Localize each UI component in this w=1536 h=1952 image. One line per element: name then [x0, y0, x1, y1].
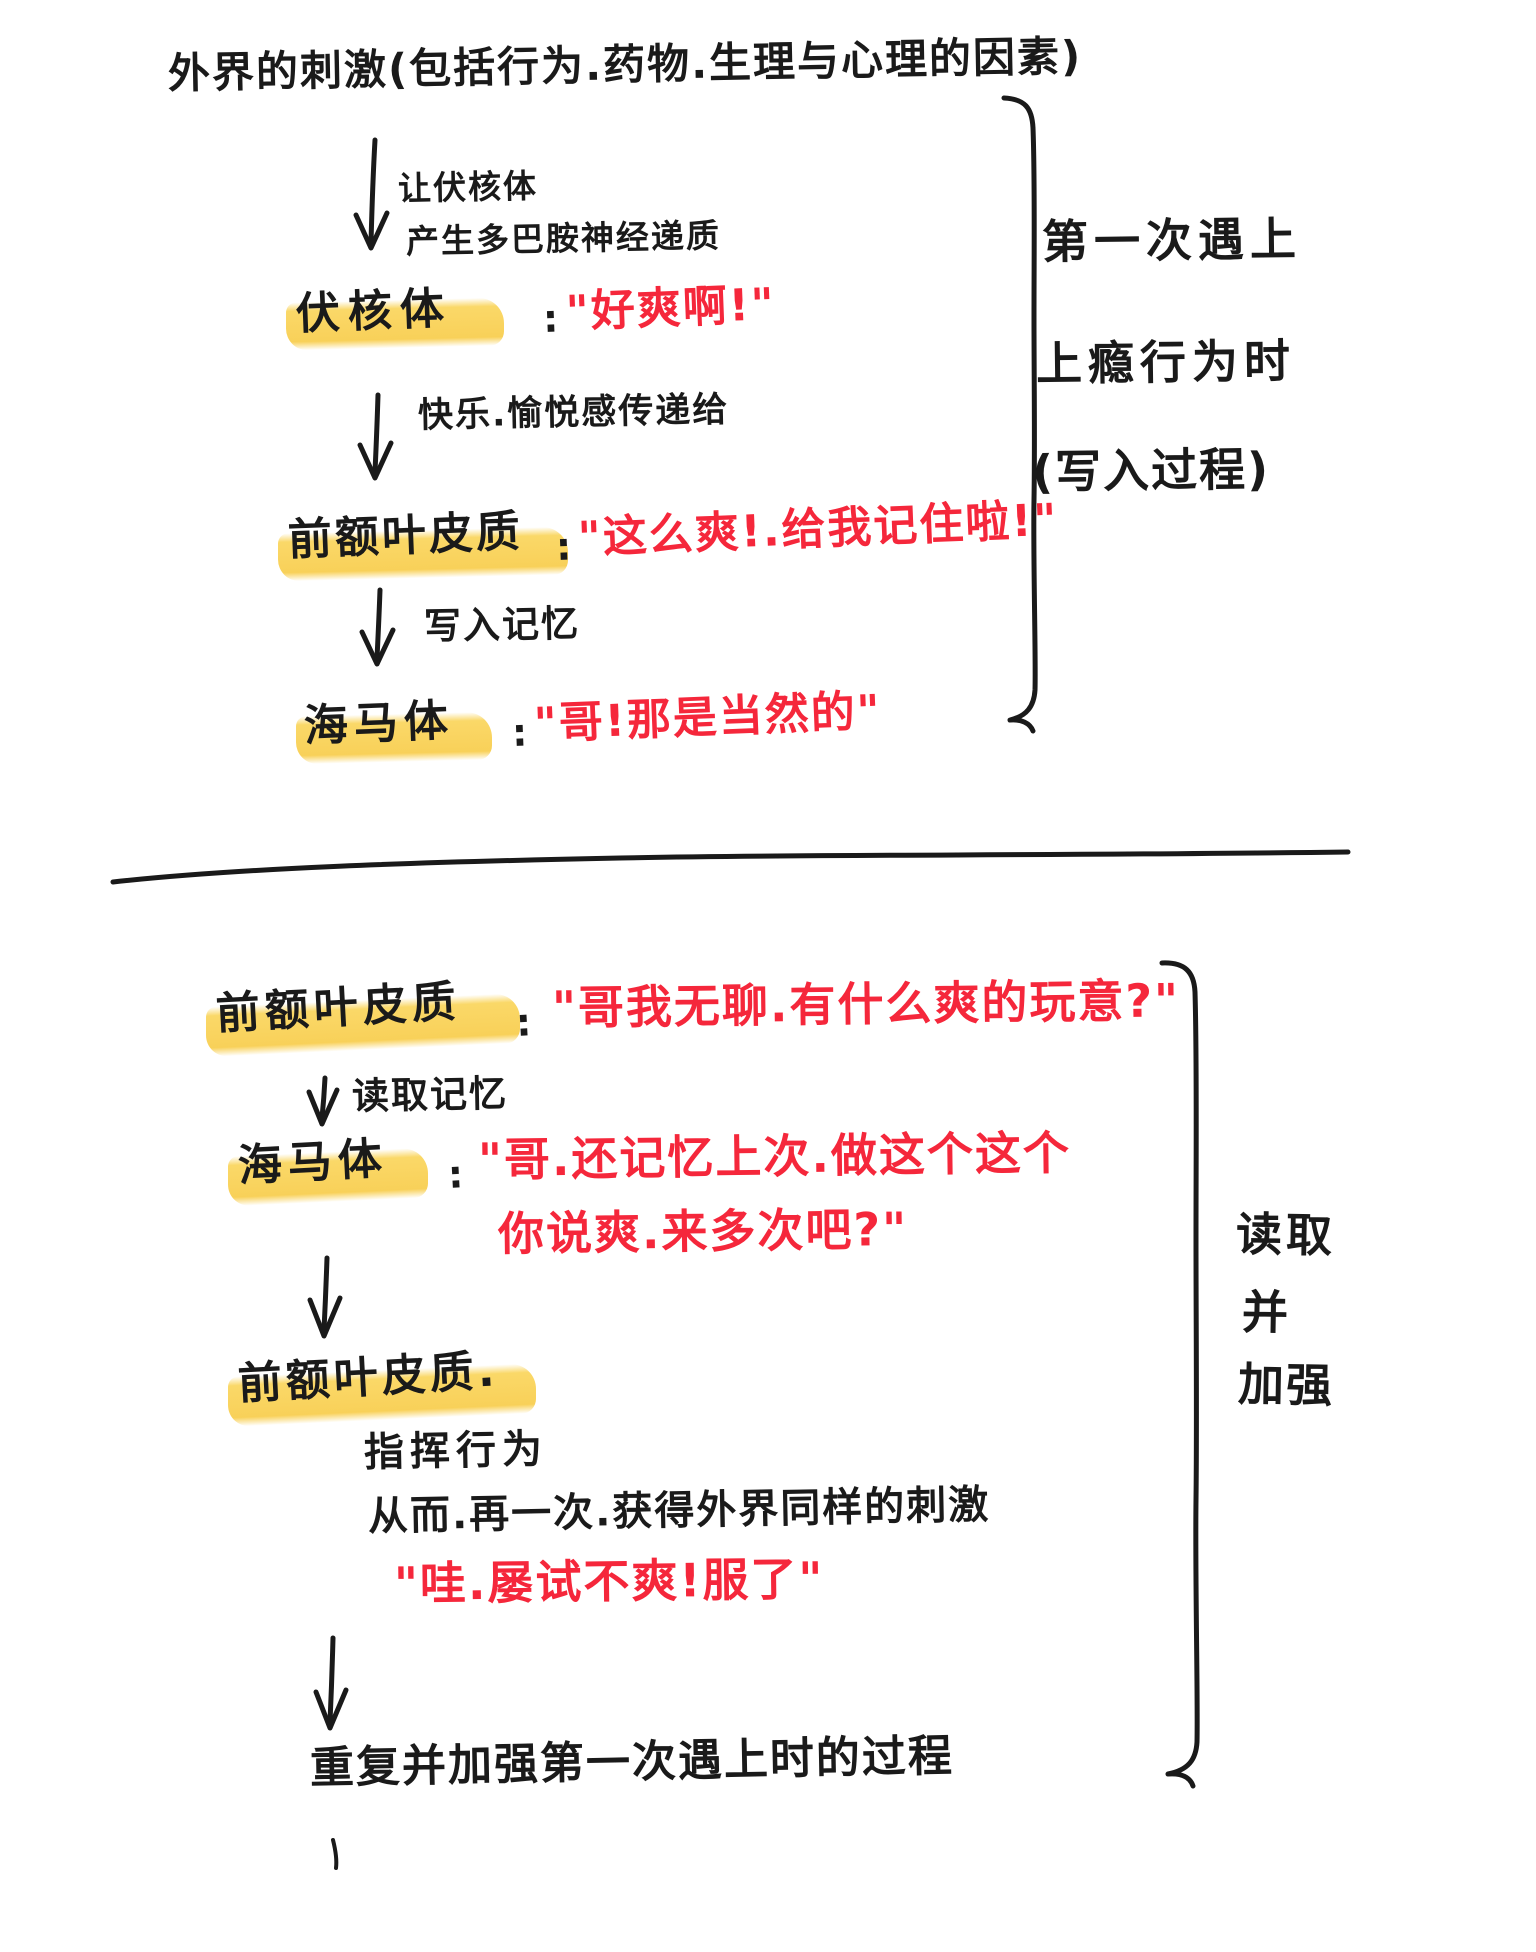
final-repeat-note: 重复并加强第一次遇上时的过程: [309, 1730, 955, 1794]
stimulus-line: 外界的刺激(包括行为.药物.生理与心理的因素): [167, 31, 1083, 98]
node-nucleus-accumbens-label: 伏核体: [294, 283, 453, 340]
bracket-recall-and-reinforce: [1159, 960, 1200, 1789]
action-quote: "哇.屡试不爽!服了": [393, 1551, 825, 1611]
section-divider: [110, 849, 1351, 885]
node-hippocampus-quote: "哥!那是当然的": [532, 685, 883, 750]
action-note-line2: 从而.再一次.获得外界同样的刺激: [367, 1482, 991, 1540]
arrow-pfc-to-hippocampus-recall: [306, 1075, 340, 1127]
arrow-hippocampus-to-pfc-recall: [307, 1255, 343, 1339]
action-note-line1: 指挥行为: [363, 1426, 549, 1476]
node-hippocampus-recall-colon: :: [446, 1152, 467, 1197]
bracket-caption-line1: 第一次遇上: [1041, 211, 1303, 269]
node-nucleus-accumbens-quote: "好爽啊!": [564, 278, 777, 338]
node-prefrontal-cortex-quote: "这么爽!.给我记住啦!": [576, 494, 1060, 564]
bracket-first-encounter: [1001, 95, 1038, 734]
node-prefrontal-cortex-label: 前额叶皮质: [286, 505, 524, 566]
node-nucleus-accumbens-colon: :: [542, 296, 561, 341]
node-prefrontal-cortex-colon: :: [555, 524, 574, 569]
node-hippocampus-recall-label: 海马体: [236, 1133, 390, 1192]
arrow3-note: 写入记忆: [423, 602, 581, 648]
node-prefrontal-cortex-recall-colon: :: [514, 1000, 535, 1045]
node-prefrontal-cortex-recall-quote: "哥我无聊.有什么爽的玩意?": [551, 973, 1181, 1035]
arrow-accumbens-to-pfc: [357, 392, 394, 481]
stray-tick: [331, 1838, 339, 1870]
arrow1-note-line2: 产生多巴胺神经递质: [405, 215, 722, 261]
node-hippocampus-label: 海马体: [302, 695, 455, 752]
arrow-to-repeat-process: [313, 1635, 349, 1731]
recall-arrow-note: 读取记忆: [351, 1072, 509, 1118]
node-hippocampus-recall-quote-line1: "哥.还记忆上次.做这个这个: [477, 1125, 1072, 1187]
arrow1-note-line1: 让伏核体: [397, 166, 539, 208]
bracket-caption-line2: 上瘾行为时: [1035, 333, 1297, 391]
node-hippocampus-recall-quote-line2: 你说爽.来多次吧?": [497, 1201, 909, 1261]
arrow-stimulus-to-nucleus-accumbens: [353, 137, 390, 251]
recall-bracket-caption-line3: 加强: [1237, 1357, 1335, 1413]
bracket-caption-line3: (写入过程): [1031, 442, 1271, 499]
arrow-pfc-to-hippocampus: [359, 587, 396, 667]
recall-bracket-caption-line2: 并: [1241, 1285, 1291, 1340]
node-hippocampus-colon: :: [511, 710, 530, 755]
recall-bracket-caption-line1: 读取: [1235, 1207, 1337, 1263]
arrow2-note: 快乐.愉悦感传递给: [417, 390, 730, 436]
